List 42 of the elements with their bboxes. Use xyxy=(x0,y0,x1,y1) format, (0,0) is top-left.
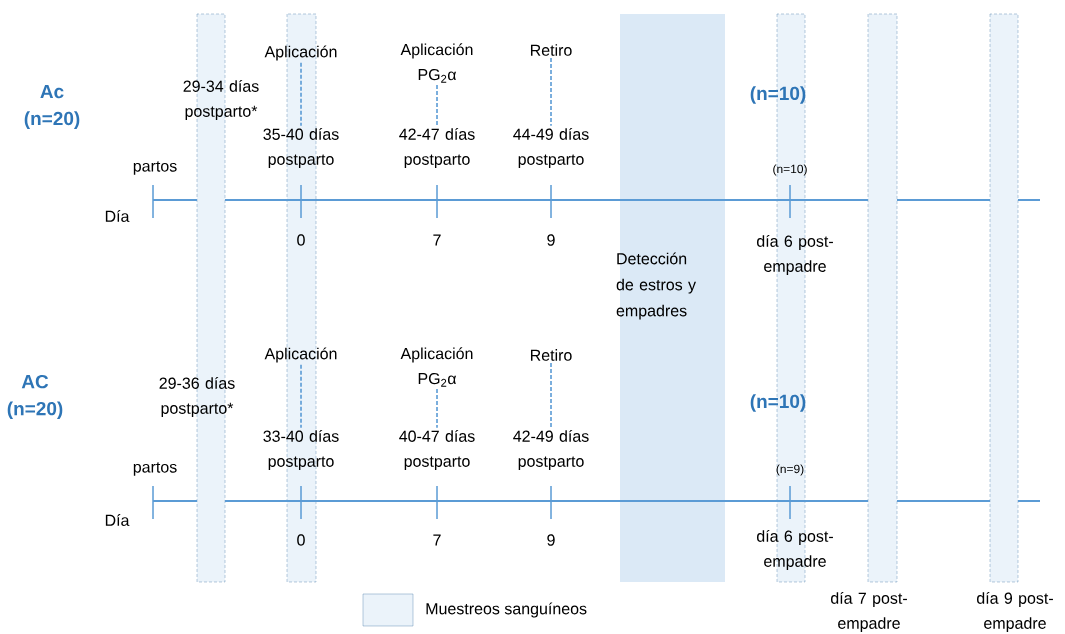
event-label: Aplicación xyxy=(264,45,337,61)
event-label: Retiro xyxy=(531,349,572,361)
time-label: día 6 post-empadre xyxy=(757,529,833,571)
event-label: Aplicación xyxy=(264,347,337,363)
day-number: 0 xyxy=(297,234,305,246)
day-number: 7 xyxy=(433,234,441,246)
period-label: 44-49 días postparto xyxy=(513,127,589,169)
time-label: día 9 post-empadre xyxy=(977,591,1053,633)
period-label: 33-40 días postparto xyxy=(263,429,339,471)
dashed-connector xyxy=(300,61,302,127)
period-label: 42-49 días postparto xyxy=(513,429,589,471)
dashed-connector xyxy=(300,363,302,429)
event-label: Aplicación PG$_{2}$α xyxy=(400,43,473,83)
detection-label: Detección de estros y empadres xyxy=(616,252,696,320)
time-label: partos xyxy=(133,462,177,476)
group-label: (n=10) xyxy=(750,86,806,104)
dashed-connector xyxy=(436,388,438,429)
sample-size-label: (n=9) xyxy=(776,464,804,476)
time-label: día 6 post-empadre xyxy=(757,234,833,276)
time-label: Día xyxy=(105,210,130,222)
event-label: Retiro xyxy=(531,44,572,56)
time-label: 29-36 días postparto* xyxy=(159,376,235,418)
dashed-connector xyxy=(436,84,438,127)
time-label: 29-34 días postparto* xyxy=(183,79,259,121)
day-number: 0 xyxy=(297,534,305,546)
event-label: Aplicación PG$_{2}$α xyxy=(400,347,473,387)
period-label: 40-47 días postparto xyxy=(399,429,475,471)
period-label: 42-47 días postparto xyxy=(399,127,475,169)
day-number: 9 xyxy=(547,234,555,246)
sample-size-label: (n=10) xyxy=(773,164,807,176)
legend-label: Muestreos sanguíneos xyxy=(426,602,587,618)
time-label: Día xyxy=(105,514,130,526)
time-label: día 7 post-empadre xyxy=(831,591,907,633)
dashed-connector xyxy=(550,362,552,429)
group-label: Ac (n=20) xyxy=(24,85,80,129)
day-number: 9 xyxy=(547,534,555,546)
day-number: 7 xyxy=(433,534,441,546)
period-label: 35-40 días postparto xyxy=(263,127,339,169)
dashed-connector xyxy=(550,57,552,127)
group-label: (n=10) xyxy=(750,394,806,412)
time-label: partos xyxy=(133,161,177,175)
group-label: AC (n=20) xyxy=(7,374,63,420)
